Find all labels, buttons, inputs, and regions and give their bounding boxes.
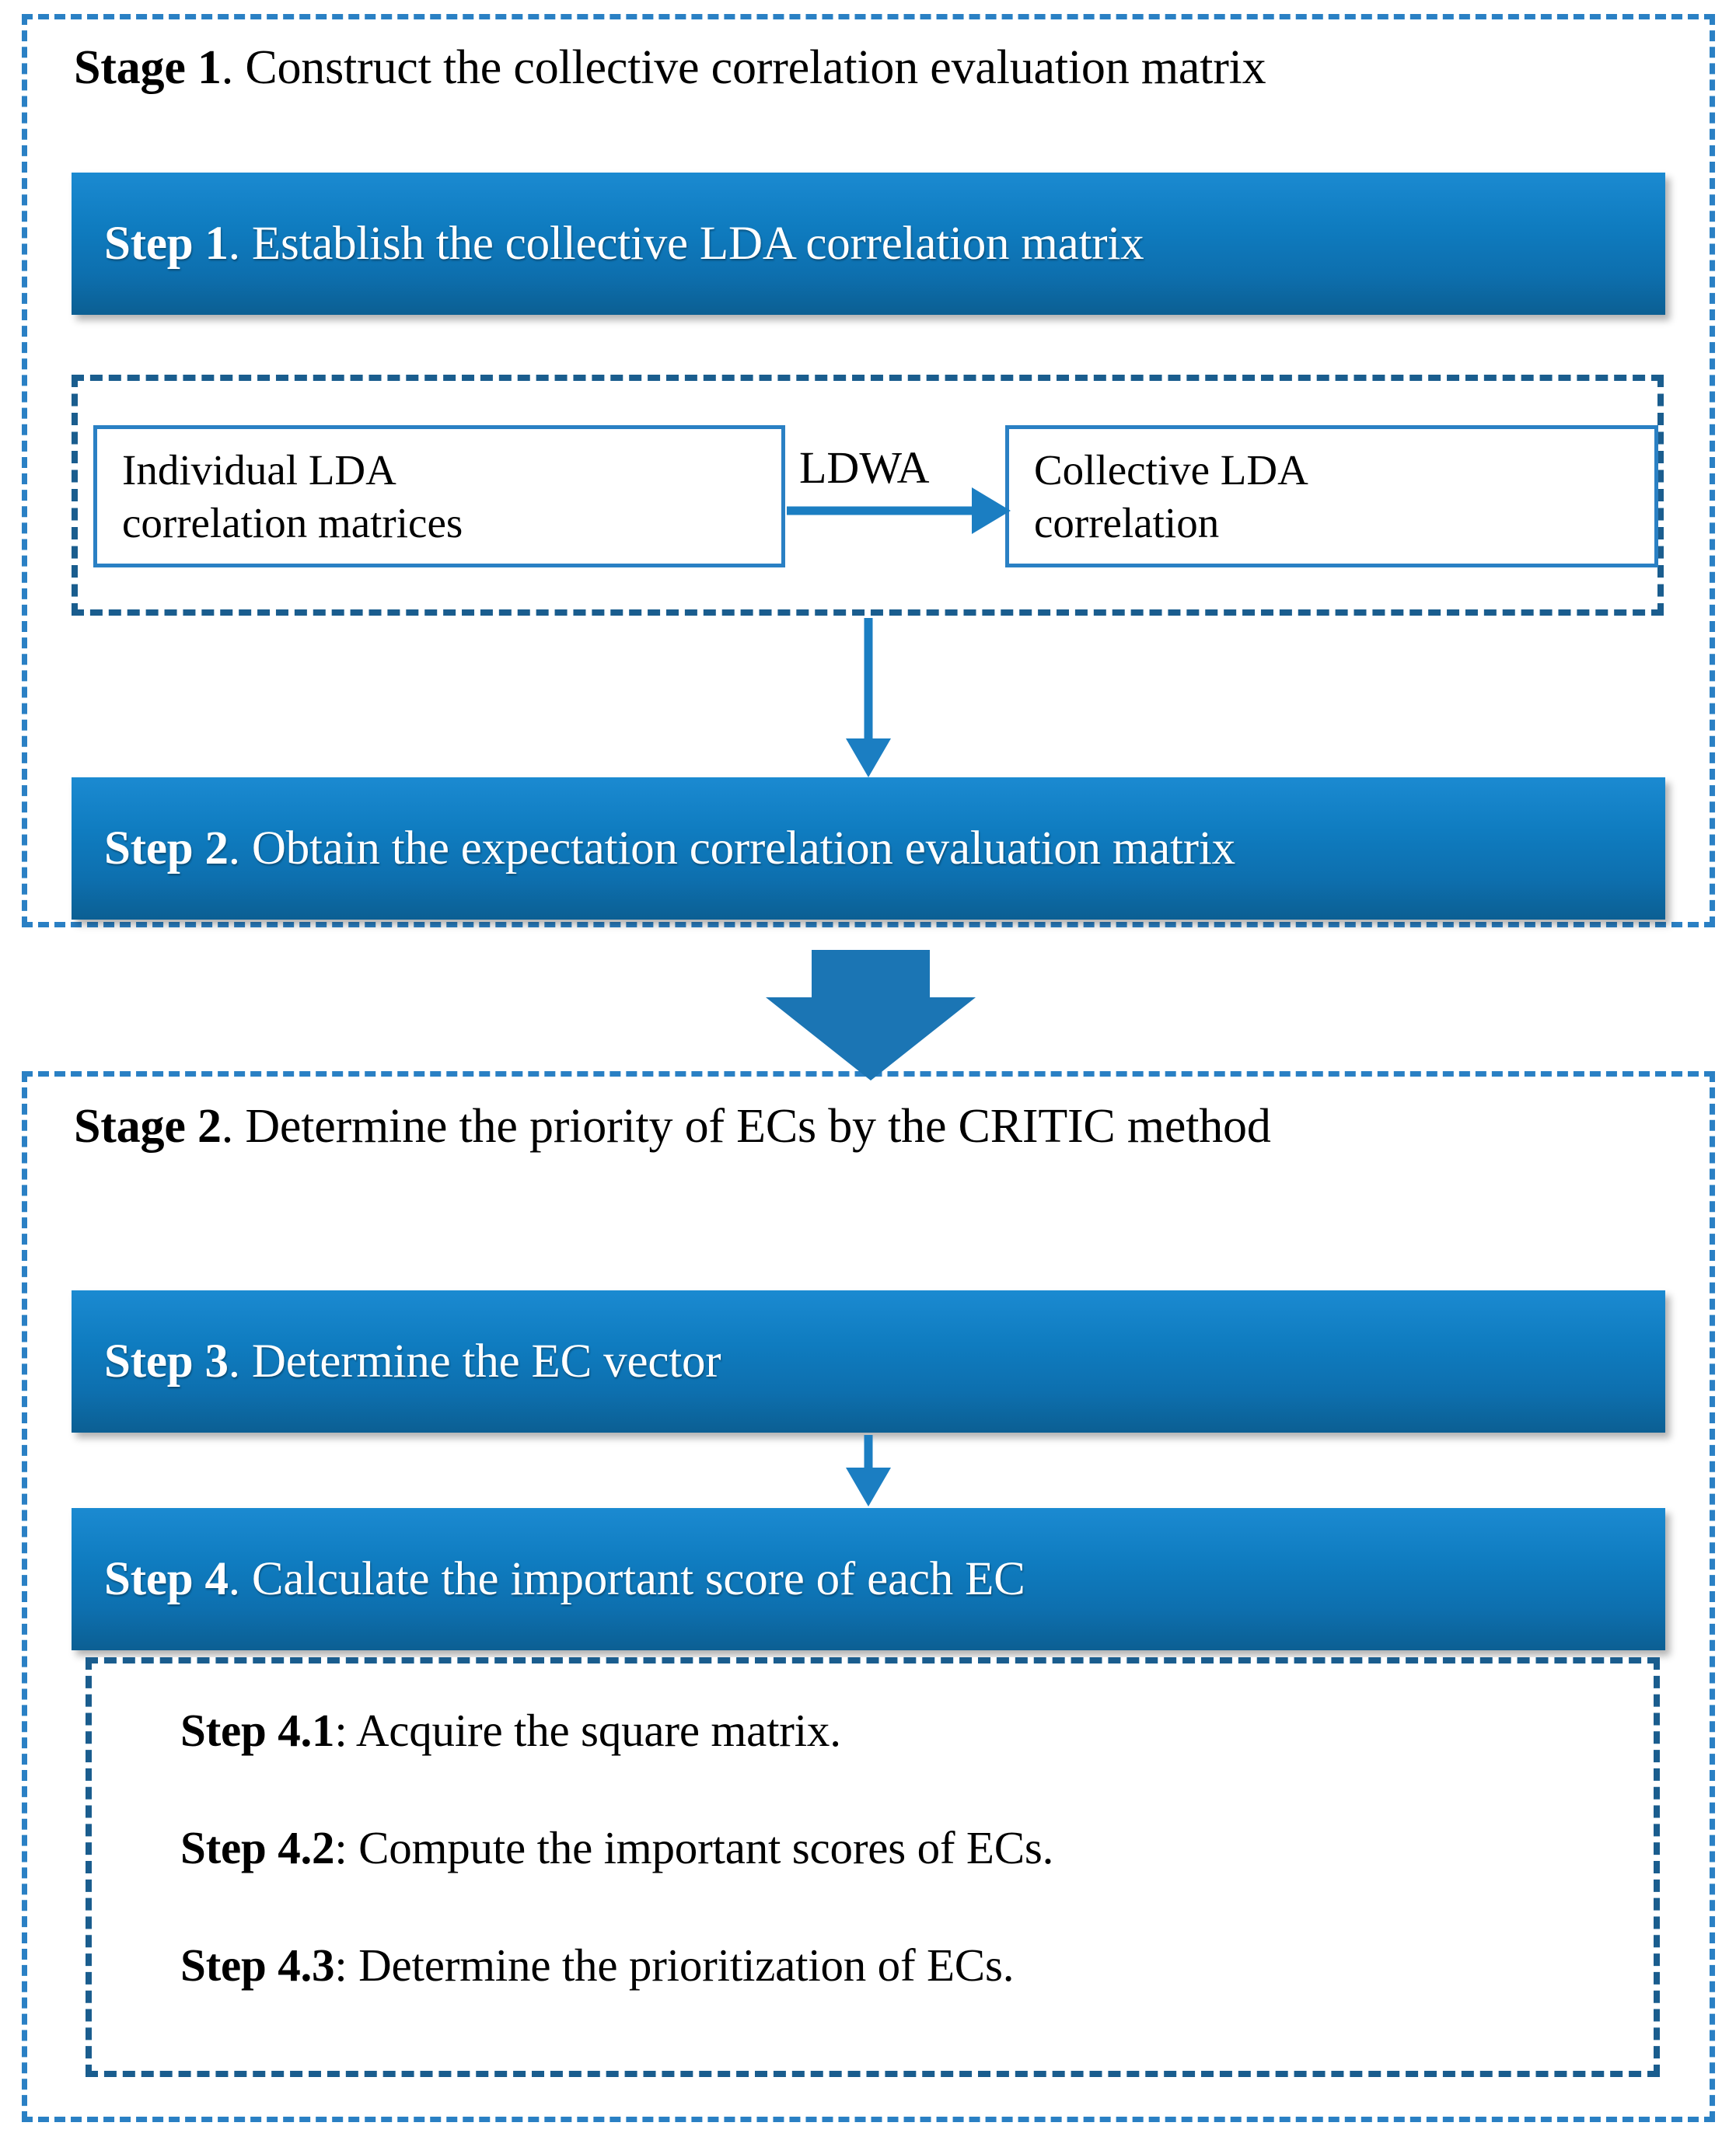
step-3-bar[interactable]: Step 3. Determine the EC vector <box>72 1290 1665 1433</box>
step-4-label: Step 4. Calculate the important score of… <box>72 1555 1025 1603</box>
step-1-bar[interactable]: Step 1. Establish the collective LDA cor… <box>72 173 1665 315</box>
step-4-label-rest: . Calculate the important score of each … <box>228 1553 1025 1605</box>
step-1-label-rest: . Establish the collective LDA correlati… <box>228 218 1144 270</box>
stage-1-title-lead: Stage 1 <box>74 41 222 94</box>
stage-2-title-lead: Stage 2 <box>74 1100 222 1153</box>
step-4-label-lead: Step 4 <box>104 1553 229 1605</box>
substep-4-3: Step 4.3: Determine the prioritization o… <box>180 1943 1014 1988</box>
step-1-label: Step 1. Establish the collective LDA cor… <box>72 220 1144 267</box>
substep-4-1-rest: : Acquire the square matrix. <box>334 1705 841 1756</box>
substep-4-2-lead: Step 4.2 <box>180 1822 335 1873</box>
individual-lda-line-1: Individual LDA <box>122 446 396 494</box>
stage-2-title-rest: . Determine the priority of ECs by the C… <box>221 1100 1271 1153</box>
stage-1-to-stage-2-block-arrow-icon <box>766 950 976 1080</box>
stage-1-title-rest: . Construct the collective correlation e… <box>221 41 1266 94</box>
step-2-label-lead: Step 2 <box>104 822 229 875</box>
ldwa-arrow-label: LDWA <box>799 442 930 493</box>
step-2-bar[interactable]: Step 2. Obtain the expectation correlati… <box>72 777 1665 920</box>
step-3-label: Step 3. Determine the EC vector <box>72 1338 721 1385</box>
stage-1-title: Stage 1. Construct the collective correl… <box>74 44 1266 92</box>
substep-4-2: Step 4.2: Compute the important scores o… <box>180 1825 1053 1871</box>
substep-4-2-rest: : Compute the important scores of ECs. <box>334 1822 1054 1873</box>
substep-4-3-lead: Step 4.3 <box>180 1939 335 1991</box>
collective-lda-line-1: Collective LDA <box>1034 446 1308 494</box>
substep-4-1-lead: Step 4.1 <box>180 1705 335 1756</box>
step-3-label-lead: Step 3 <box>104 1335 229 1388</box>
step-4-bar[interactable]: Step 4. Calculate the important score of… <box>72 1508 1665 1650</box>
substep-4-3-rest: : Determine the prioritization of ECs. <box>334 1939 1015 1991</box>
substep-4-1: Step 4.1: Acquire the square matrix. <box>180 1708 841 1754</box>
step-1-label-lead: Step 1 <box>104 218 229 270</box>
step-2-label-rest: . Obtain the expectation correlation eva… <box>228 822 1235 875</box>
step-3-label-rest: . Determine the EC vector <box>228 1335 721 1388</box>
collective-lda-line-2: correlation <box>1034 498 1220 546</box>
individual-lda-line-2: correlation matrices <box>122 498 463 546</box>
stage-2-title: Stage 2. Determine the priority of ECs b… <box>74 1102 1271 1150</box>
step-2-label: Step 2. Obtain the expectation correlati… <box>72 825 1235 872</box>
substeps-container <box>86 1657 1660 2077</box>
